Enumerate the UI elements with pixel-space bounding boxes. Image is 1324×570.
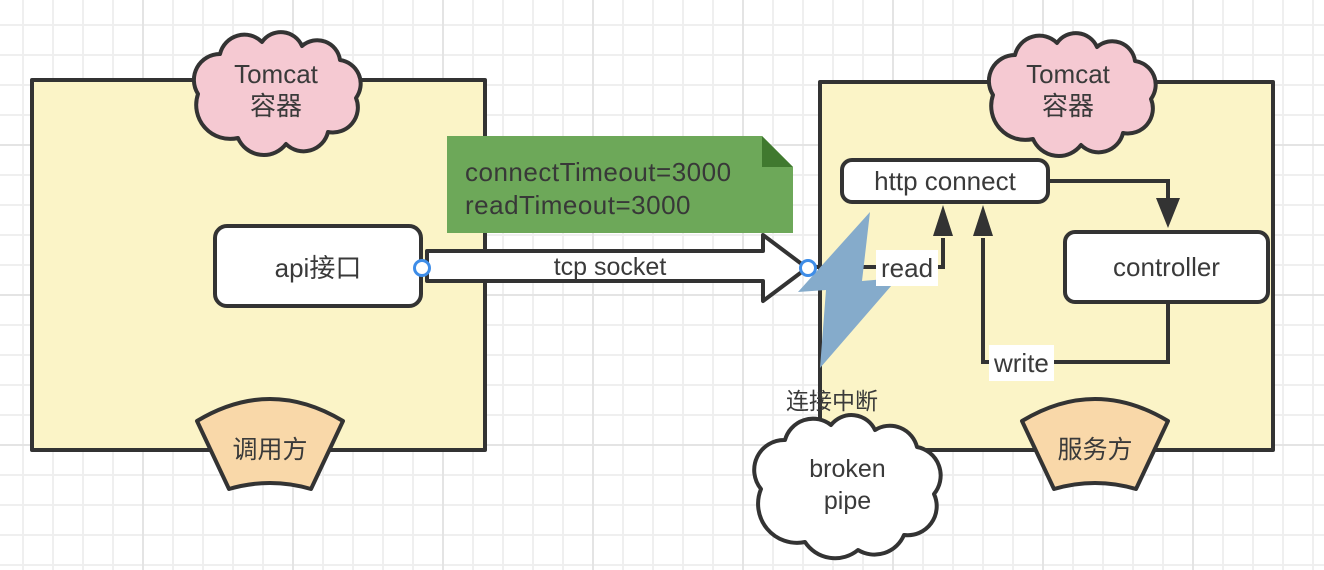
edge-endpoint-left[interactable] (413, 259, 431, 277)
server-fan-shape[interactable] (1020, 397, 1170, 491)
timeout-note[interactable]: connectTimeout=3000 readTimeout=3000 (447, 136, 793, 233)
write-arrowhead-up (973, 205, 993, 236)
controller-arrowhead-down (1156, 198, 1180, 228)
timeout-note-text: connectTimeout=3000 readTimeout=3000 (465, 157, 732, 220)
controller-node-label: controller (1113, 251, 1220, 282)
left-tomcat-cloud[interactable] (191, 30, 363, 157)
http-connect-node-label: http connect (874, 165, 1016, 196)
read-arrowhead-up (933, 205, 953, 236)
note-fold-corner (762, 136, 793, 167)
write-label: write (989, 345, 1054, 381)
http-connect-node[interactable]: http connect (840, 158, 1050, 204)
right-tomcat-cloud[interactable] (986, 31, 1158, 158)
read-label: read (876, 250, 939, 286)
http-to-controller-line[interactable] (1048, 179, 1170, 221)
caller-fan-shape[interactable] (195, 397, 345, 491)
tcp-socket-arrow[interactable] (425, 233, 809, 303)
write-connector-line[interactable] (981, 238, 1170, 364)
api-node[interactable]: api接口 (213, 224, 423, 308)
edge-endpoint-right[interactable] (799, 259, 817, 277)
broken-pipe-cloud[interactable] (752, 413, 943, 561)
api-node-label: api接口 (274, 252, 362, 283)
controller-node[interactable]: controller (1063, 230, 1270, 304)
lightning-bolt[interactable] (798, 212, 898, 368)
